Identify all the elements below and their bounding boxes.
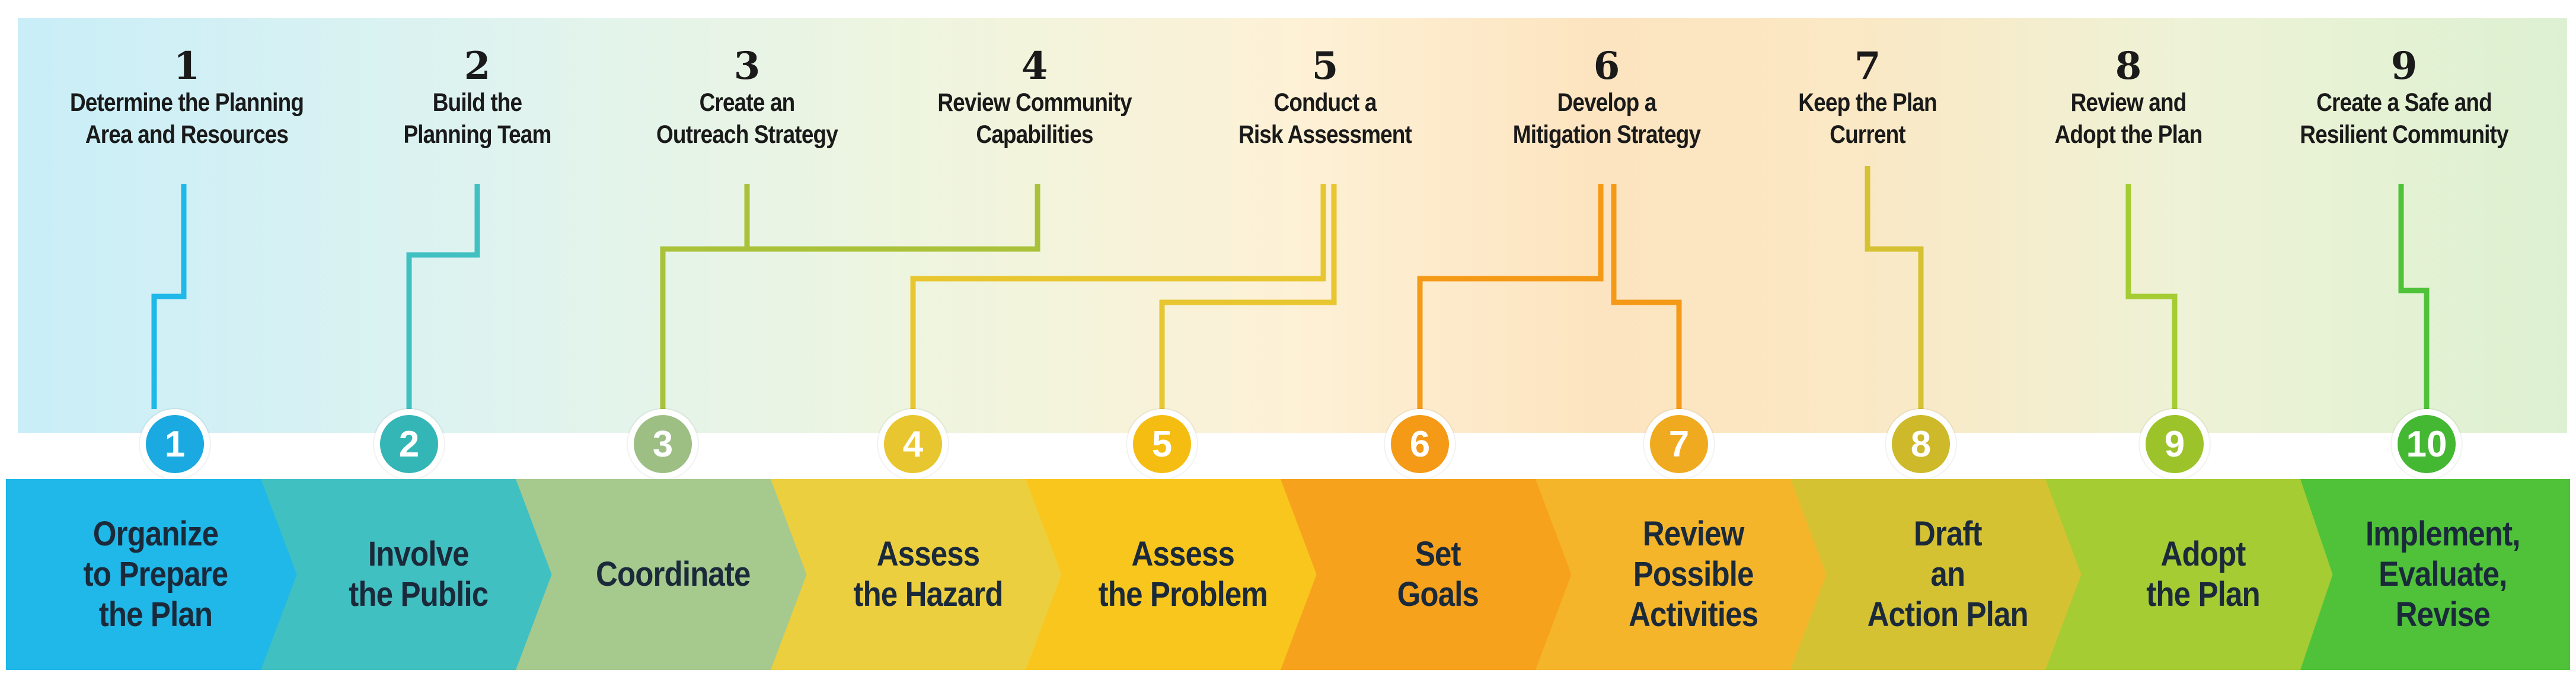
top-step-number: 2 [464,44,491,88]
step-circle-number: 4 [902,423,924,465]
chevron-step-3: Coordinate [516,479,815,670]
connector-line-10 [2125,184,2178,409]
chevron-label: Review Possible Activities [1628,515,1758,634]
top-step-text: Develop a Mitigation Strategy [1512,88,1701,149]
step-circle-number: 7 [1668,423,1690,465]
background-band [18,18,2567,433]
top-step-6: 6 Develop a Mitigation Strategy [1453,46,1761,151]
chevron-label: Assess the Hazard [853,535,1004,614]
chevron-step-7: Review Possible Activities [1536,479,1835,670]
chevron-label: Implement, Evaluate, Revise [2366,515,2521,634]
top-step-text: Keep the Plan Current [1798,88,1937,149]
chevron-step-6: Set Goals [1281,479,1580,670]
connector-line-7 [1417,184,1604,409]
top-step-text: Determine the Planning Area and Resource… [69,88,304,149]
top-step-number: 8 [2115,44,2142,88]
top-step-9: 9 Create a Safe and Resilient Community [2250,46,2558,151]
top-step-5: 5 Conduct a Risk Assessment [1171,46,1479,151]
step-circle-number: 2 [398,423,420,465]
top-step-number: 7 [1854,44,1881,88]
top-step-text: Create an Outreach Strategy [656,88,838,149]
step-circle-number: 1 [164,423,186,465]
top-step-text: Build the Planning Team [403,88,551,149]
chevron-label: Coordinate [596,555,751,593]
top-step-number: 3 [733,44,761,88]
chevron-label: Draft an Action Plan [1868,515,2029,634]
connector-line-6 [1159,184,1337,409]
connector-line-4 [747,184,1040,252]
top-step-number: 1 [173,44,200,88]
step-circle-number: 10 [2406,423,2447,465]
connector-line-9 [1865,166,1924,409]
step-circle-8: 8 [1886,409,1956,479]
step-circle-5: 5 [1127,409,1197,479]
connector-line-3 [660,184,750,409]
chevron-step-5: Assess the Problem [1026,479,1325,670]
connector-line-11 [2398,184,2430,409]
top-step-3: 3 Create an Outreach Strategy [593,46,901,151]
step-circle-7: 7 [1644,409,1714,479]
step-circle-9: 9 [2140,409,2210,479]
chevron-step-9: Adopt the Plan [2045,479,2345,670]
connector-line-5 [910,184,1326,409]
step-circle-3: 3 [628,409,698,479]
step-circle-number: 5 [1151,423,1173,465]
chevron-step-1: Organize to Prepare the Plan [6,479,305,670]
top-step-text: Review Community Capabilities [937,88,1132,149]
chevron-label: Involve the Public [349,535,489,614]
top-step-7: 7 Keep the Plan Current [1713,46,2022,151]
top-step-text: Review and Adopt the Plan [2054,88,2203,149]
step-circle-2: 2 [374,409,444,479]
top-step-text: Create a Safe and Resilient Community [2300,88,2508,149]
chevron-step-10: Implement, Evaluate, Revise [2300,479,2570,670]
top-step-8: 8 Review and Adopt the Plan [1974,46,2283,151]
step-circle-6: 6 [1385,409,1455,479]
step-circle-number: 9 [2164,423,2185,465]
chevron-label: Organize to Prepare the Plan [83,515,229,634]
connector-line-8 [1611,184,1682,409]
top-step-number: 4 [1021,44,1048,88]
top-step-text: Conduct a Risk Assessment [1238,88,1412,149]
step-circle-4: 4 [878,409,948,479]
top-step-1: 1 Determine the Planning Area and Resour… [33,46,341,151]
chevron-label: Adopt the Plan [2146,535,2260,614]
connector-line-2 [406,184,480,409]
step-circle-number: 8 [1910,423,1932,465]
top-step-4: 4 Review Community Capabilities [880,46,1189,151]
step-circle-number: 3 [652,423,673,465]
top-step-2: 2 Build the Planning Team [323,46,631,151]
chevron-step-2: Involve the Public [261,479,560,670]
step-circle-10: 10 [2392,409,2462,479]
chevron-step-8: Draft an Action Plan [1790,479,2090,670]
connector-line-1 [151,184,187,409]
top-step-number: 6 [1593,44,1620,88]
chevron-step-4: Assess the Hazard [771,479,1070,670]
step-circle-number: 6 [1409,423,1431,465]
chevron-label: Assess the Problem [1099,535,1268,614]
top-step-number: 9 [2390,44,2418,88]
top-step-number: 5 [1311,44,1339,88]
chevron-label: Set Goals [1397,535,1479,614]
step-circle-1: 1 [140,409,210,479]
